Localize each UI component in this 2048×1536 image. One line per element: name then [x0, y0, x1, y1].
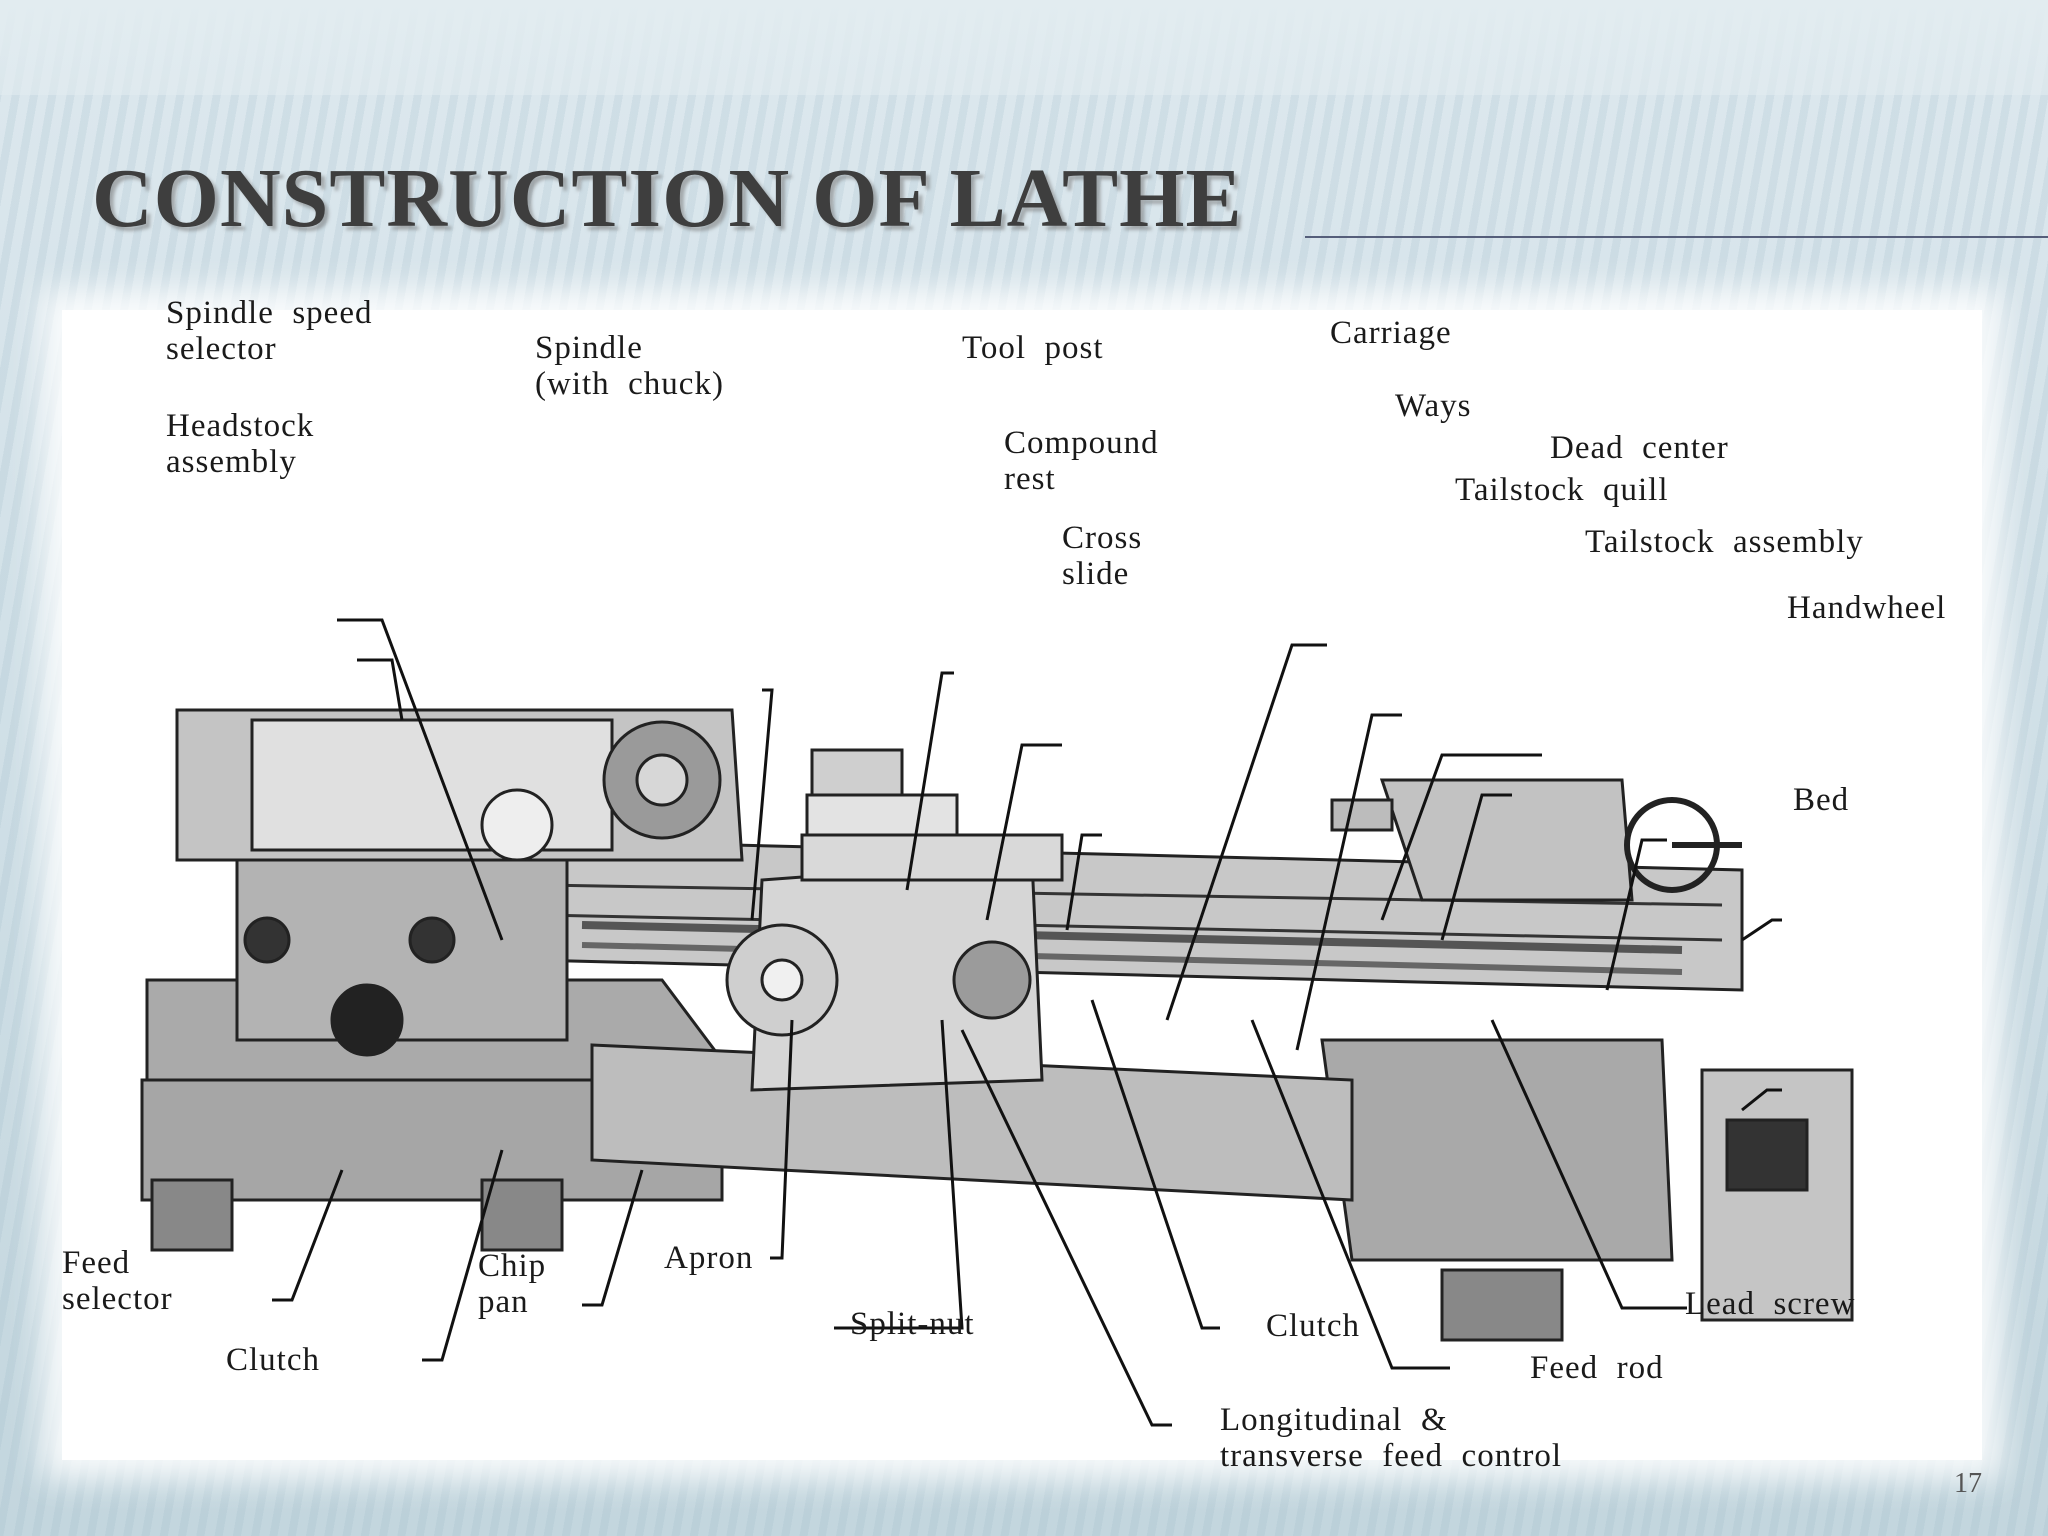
label-ways: Ways — [1395, 388, 1472, 424]
label-dead-center: Dead center — [1550, 430, 1729, 466]
label-carriage: Carriage — [1330, 315, 1452, 351]
base-right-pedestal — [1320, 1038, 1674, 1262]
label-feed-selector: Feed selector — [62, 1245, 173, 1317]
label-clutch-right: Clutch — [1266, 1308, 1360, 1344]
label-spindle-with-chuck: Spindle (with chuck) — [535, 330, 724, 402]
label-tailstock-quill: Tailstock quill — [1455, 472, 1669, 508]
label-lead-screw: Lead screw — [1685, 1286, 1856, 1322]
label-chip-pan: Chip pan — [478, 1248, 547, 1320]
headstock-panel — [250, 718, 614, 852]
label-tool-post: Tool post — [962, 330, 1104, 366]
tailstock-shape — [1379, 778, 1634, 902]
label-cross-slide: Cross slide — [1062, 520, 1143, 592]
tailstock-quill-shape — [1330, 798, 1394, 832]
label-handwheel: Handwheel — [1787, 590, 1947, 626]
slide-title: CONSTRUCTION OF LATHE — [92, 152, 1243, 245]
cross-slide-shape — [800, 833, 1064, 882]
page-number: 17 — [1954, 1468, 1982, 1499]
compound-rest-shape — [805, 793, 959, 837]
label-spindle-speed-selector: Spindle speed selector — [166, 295, 373, 367]
label-bed: Bed — [1793, 782, 1850, 818]
tool-post-shape — [810, 748, 904, 797]
label-tailstock-assembly: Tailstock assembly — [1585, 524, 1864, 560]
label-clutch-left: Clutch — [226, 1342, 320, 1378]
label-headstock-assembly: Headstock assembly — [166, 408, 315, 480]
title-rule — [1305, 236, 2048, 238]
control-box — [1700, 1068, 1854, 1322]
label-longitudinal-transverse: Longitudinal & transverse feed control — [1220, 1402, 1563, 1474]
label-apron: Apron — [664, 1240, 754, 1276]
label-feed-rod: Feed rod — [1530, 1350, 1664, 1386]
label-split-nut: Split-nut — [850, 1306, 975, 1342]
label-compound-rest: Compound rest — [1004, 425, 1159, 497]
lathe-illustration — [140, 618, 1854, 1427]
top-band — [0, 0, 2048, 95]
